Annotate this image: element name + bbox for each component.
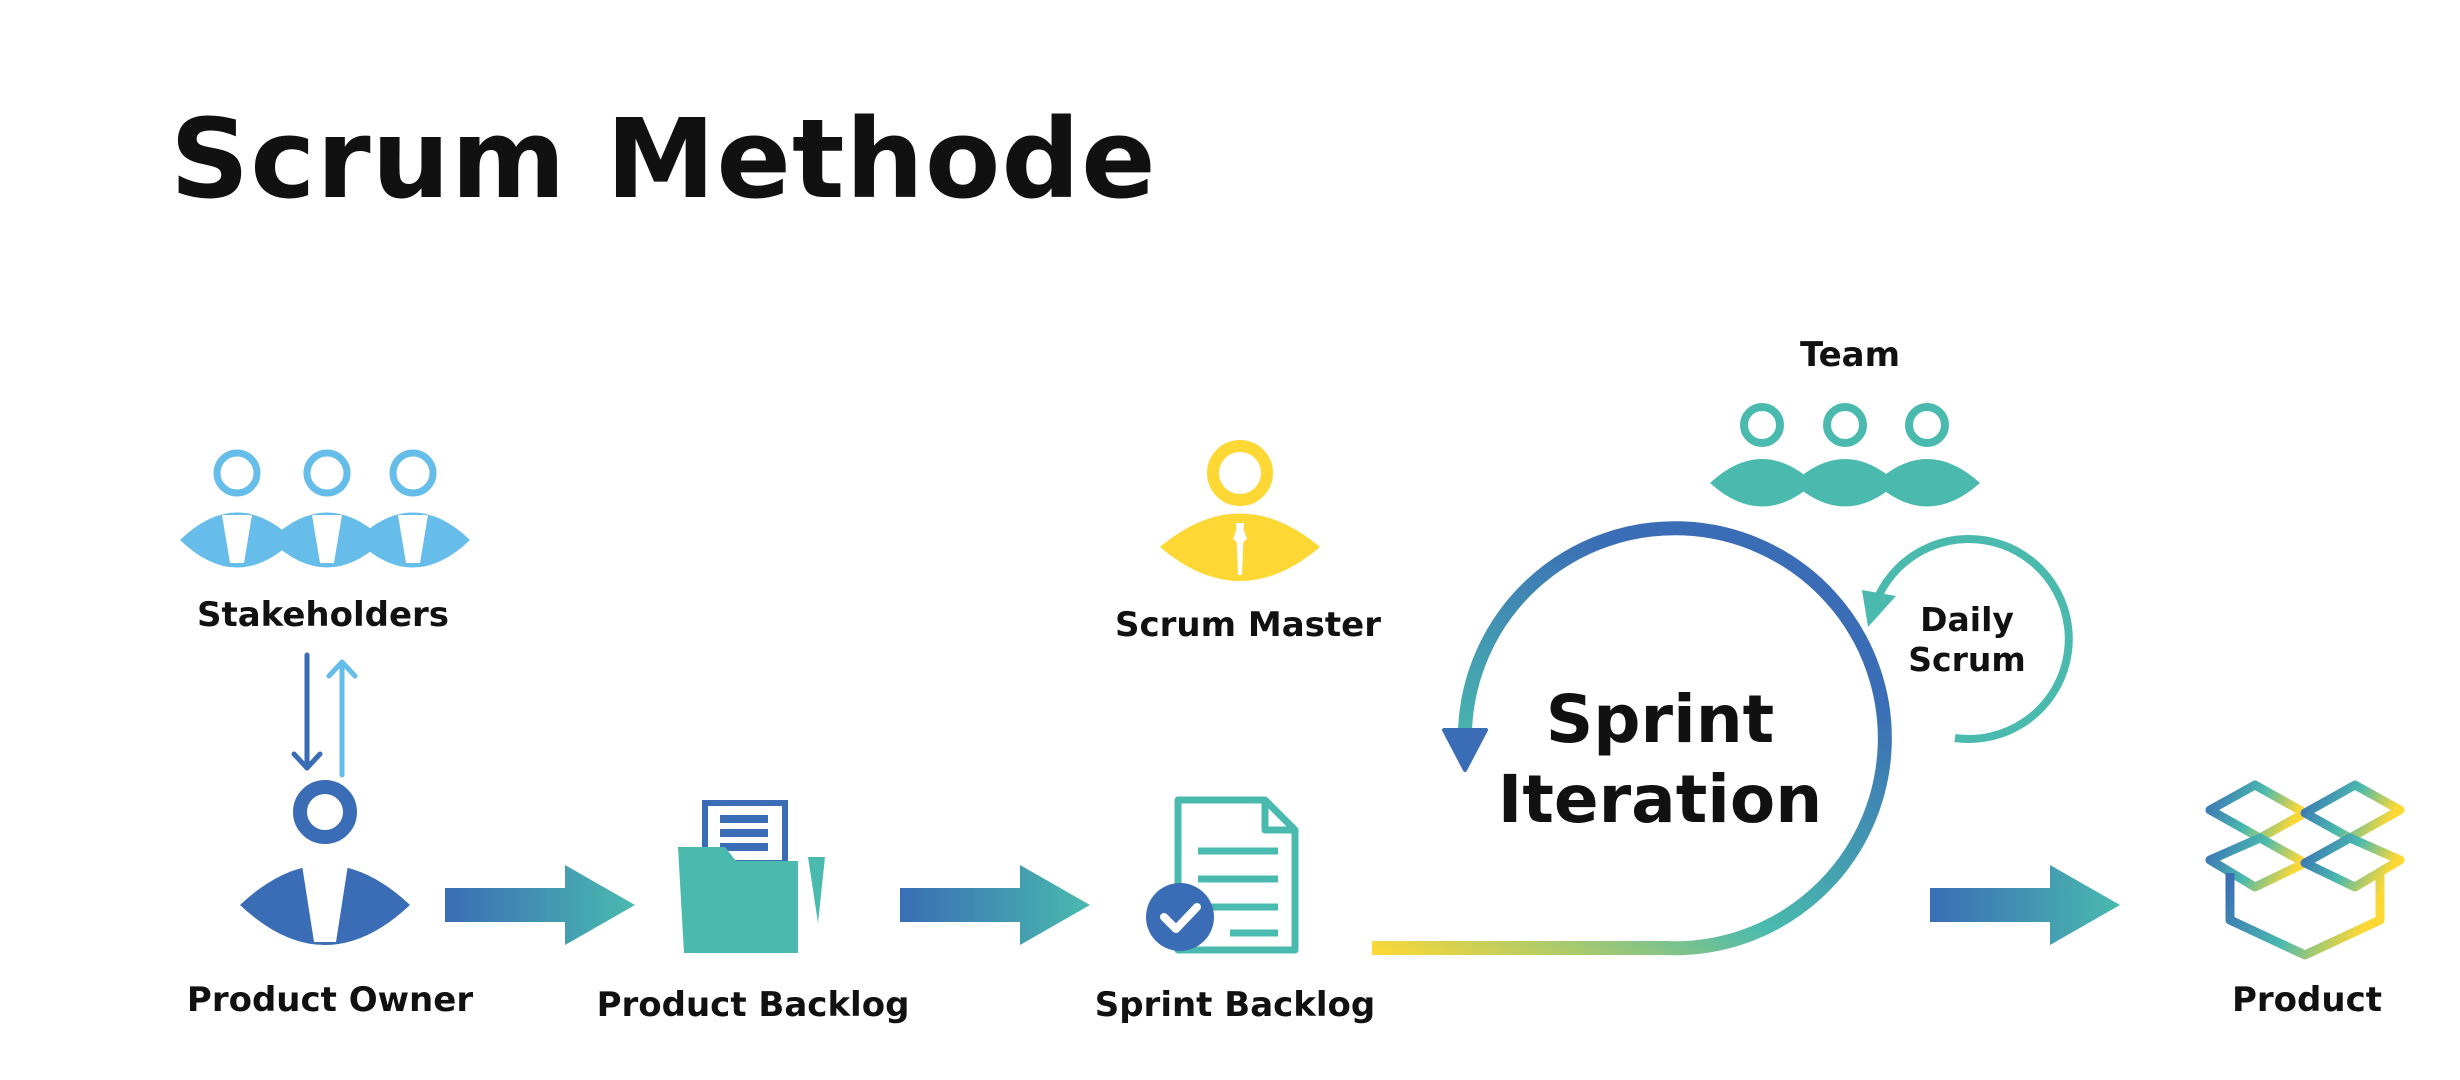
scrum-master-label: Scrum Master (1115, 605, 1381, 645)
daily-scrum-line1: Daily (1920, 600, 2014, 639)
sprint-iteration-line1: Sprint (1545, 681, 1775, 758)
stakeholders-label: Stakeholders (196, 595, 450, 635)
folder-icon (670, 795, 840, 965)
flow-arrow-1 (440, 860, 640, 950)
sprint-iteration-label: Sprint Iteration (1498, 680, 1822, 840)
product-label: Product (2232, 980, 2382, 1020)
page-title: Scrum Methode (170, 95, 1157, 223)
sprint-backlog-label: Sprint Backlog (1094, 985, 1376, 1025)
team-icon (1700, 395, 1990, 515)
document-check-icon (1140, 795, 1310, 965)
product-owner-label: Product Owner (186, 980, 474, 1020)
team-label: Team (1799, 335, 1901, 375)
daily-scrum-label: Daily Scrum (1908, 600, 2025, 680)
flow-arrow-3 (1925, 860, 2125, 950)
product-box-icon (2195, 765, 2415, 965)
product-owner-icon (230, 780, 420, 960)
bidirectional-arrows-icon (280, 650, 370, 780)
product-backlog-label: Product Backlog (596, 985, 910, 1025)
sprint-iteration-line2: Iteration (1497, 761, 1823, 838)
scrum-master-icon (1150, 435, 1330, 605)
stakeholders-icon (170, 445, 490, 585)
flow-arrow-2 (895, 860, 1095, 950)
daily-scrum-line2: Scrum (1908, 640, 2026, 679)
